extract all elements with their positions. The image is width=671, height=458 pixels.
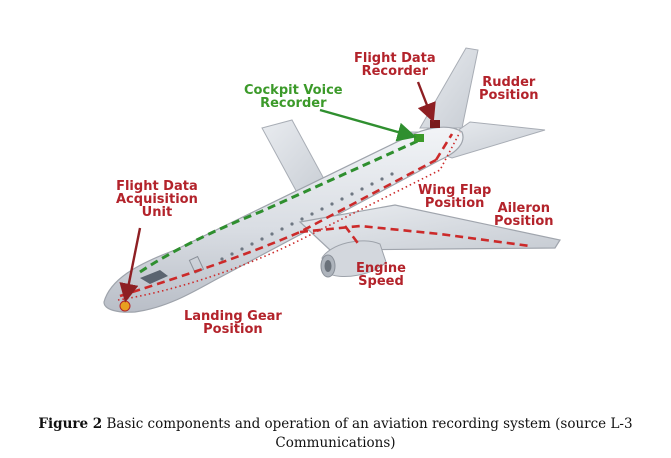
fuselage [103, 126, 464, 313]
figure-caption: Figure 2 Basic components and operation … [0, 415, 671, 453]
label-cockpit-voice-recorder: Cockpit Voice Recorder [244, 83, 343, 111]
figure-number: Figure 2 [38, 416, 103, 432]
flight-data-recorder-box [430, 120, 440, 128]
fdr-dotted-wire [117, 131, 461, 301]
cvr-arrow [319, 108, 417, 142]
label-flight-data-recorder: Flight Data Recorder [354, 51, 436, 79]
caption-text: Basic components and operation of an avi… [106, 416, 633, 451]
label-aileron-position: Aileron Position [494, 201, 554, 229]
engine [320, 240, 387, 278]
label-landing-gear-position: Landing Gear Position [184, 309, 282, 337]
fdr-wiring [119, 133, 531, 298]
label-rudder-position: Rudder Position [479, 75, 539, 103]
fdr-arrow [416, 81, 436, 123]
cabin-windows [220, 172, 394, 261]
label-wing-flap-position: Wing Flap Position [418, 183, 492, 211]
near-wing [298, 204, 561, 251]
cockpit-windows [140, 270, 168, 284]
cvr-wiring [139, 138, 421, 274]
acquisition-unit-marker [119, 300, 131, 312]
label-engine-speed: Engine Speed [356, 261, 406, 289]
label-flight-data-acquisition-unit: Flight Data Acquisition Unit [116, 179, 198, 220]
aircraft-diagram [103, 47, 561, 313]
fdau-arrow [119, 227, 142, 303]
cockpit-voice-recorder-box [414, 134, 424, 142]
